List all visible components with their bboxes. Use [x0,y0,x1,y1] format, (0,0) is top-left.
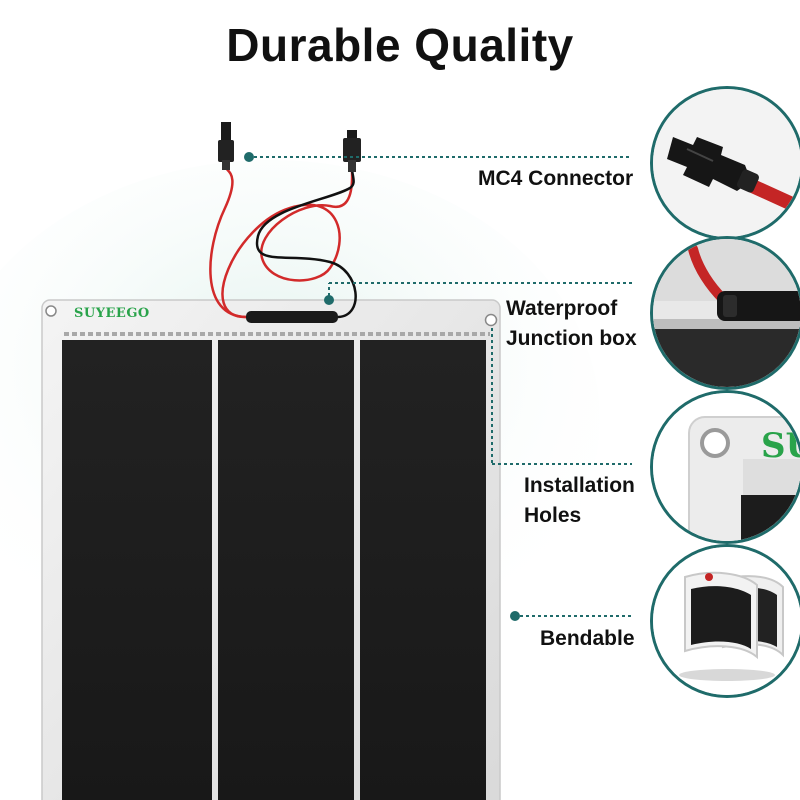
red-cable-loop [221,171,354,319]
bendable-panel-icon [650,544,800,698]
mc4-connector-female [343,130,361,172]
feature-label-line: Junction box [506,327,637,350]
solar-cell-column-3 [360,340,486,800]
mounting-hole-left [45,305,57,317]
feature-label-bendable: Bendable [540,624,635,654]
black-cable [255,169,357,319]
feature-label-installation-holes: Installation Holes [524,471,635,531]
inset-brand-text: SU [761,426,800,466]
feature-label-line: Waterproof [506,297,618,320]
callout-lines [244,152,632,621]
installation-hole-icon: SU [650,390,800,544]
feature-label-line: Holes [524,504,582,527]
mc4-connector-icon [650,86,800,240]
brand-logo-text: SUYEEGO [74,306,150,321]
feature-label-mc4: MC4 Connector [478,164,633,194]
mounting-hole-right [484,313,498,327]
solar-cell-column-2 [218,340,354,800]
feature-label-line: Installation [524,474,635,497]
junction-box-icon [650,236,800,390]
red-cable [209,167,247,319]
feature-label-line: MC4 Connector [478,167,634,190]
mc4-connector-male [218,122,234,170]
page-title: Durable Quality [226,19,574,71]
feature-label-junction-box: Waterproof Junction box [506,294,637,354]
junction-box [246,311,338,323]
solar-cell-column-1 [62,340,212,800]
feature-label-line: Bendable [540,627,635,650]
